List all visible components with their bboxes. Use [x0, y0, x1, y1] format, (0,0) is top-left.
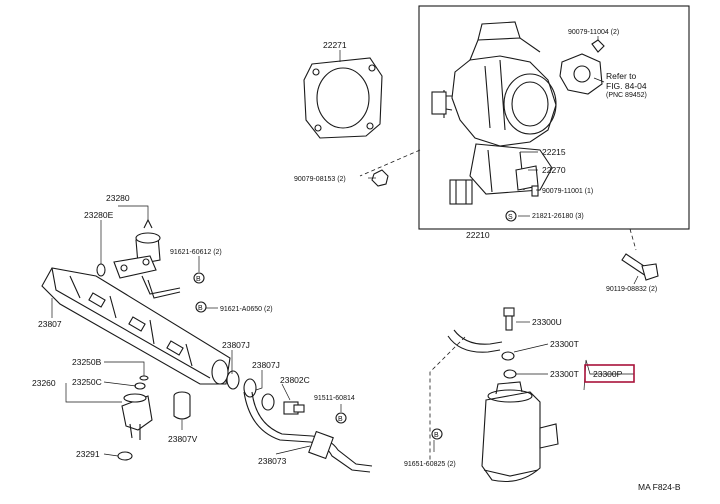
label-22270: 22270 [542, 165, 566, 175]
fuel-rail-23807 [41, 267, 231, 385]
dashed-leader-frame-left [359, 149, 421, 177]
label-23291: 23291 [76, 449, 100, 459]
label-91511-60814: 91511-60814 [314, 395, 355, 402]
dashed-leader-filter-left [429, 336, 466, 462]
throttle-sensor [559, 39, 605, 95]
svg-text:B: B [198, 305, 203, 312]
throttle-body [431, 21, 557, 205]
grommet-23291 [117, 451, 133, 461]
bolt-91621-A0650 [195, 301, 207, 313]
gasket-23807J-b [261, 393, 275, 411]
gasket-23807J-b-upper [243, 378, 257, 398]
label-90079-11004: 90079-11004 (2) [568, 29, 619, 36]
label-23260: 23260 [32, 378, 56, 388]
label-refer-line1: Refer to [606, 71, 637, 81]
injector-23250 [121, 393, 153, 440]
label-91621-60612: 91621-60612 (2) [170, 249, 222, 256]
label-22210: 22210 [466, 230, 490, 240]
label-23300T-lower: 23300T [550, 369, 579, 379]
label-23807J-upper: 23807J [222, 340, 250, 350]
label-23802C: 23802C [280, 375, 310, 385]
insulator-23807V [173, 391, 191, 420]
label-90079-11001: 90079-11001 (1) [542, 188, 593, 195]
label-90119-08832: 90119-08832 (2) [606, 286, 657, 293]
o-ring-23250B [139, 375, 149, 381]
label-23280: 23280 [106, 193, 130, 203]
gasket-23300T-lower [503, 369, 517, 379]
label-23807: 23807 [38, 319, 62, 329]
o-ring-23280E [96, 263, 106, 277]
svg-text:S: S [508, 214, 513, 221]
svg-text:B: B [434, 432, 439, 439]
label-91621-A0650: 91621-A0650 (2) [220, 306, 273, 313]
gasket-22271 [303, 57, 383, 139]
figure-code: MA F824-B [638, 482, 681, 492]
bolt-90079-08153 [371, 169, 389, 187]
label-23280E: 23280E [84, 210, 114, 220]
union-bolt-23802C [283, 401, 305, 415]
bolt-90119-08832 [621, 253, 659, 281]
label-23807J-lower: 23807J [252, 360, 280, 370]
dashed-leader-frame-bottom [629, 228, 637, 251]
label-91651-60825: 91651-60825 (2) [404, 461, 456, 468]
throttle-body-frame [418, 5, 690, 230]
label-23807V: 23807V [168, 434, 198, 444]
fuel-hose [447, 335, 501, 353]
screw-21821 [505, 210, 517, 222]
gasket-23300T-upper [501, 351, 515, 361]
bolt-91621-60612 [193, 272, 205, 284]
bolt-91651-60825 [431, 428, 443, 440]
o-ring-23250C [134, 382, 146, 390]
highlight-box-23300P [584, 364, 635, 383]
label-23250B: 23250B [72, 357, 102, 367]
pressure-regulator-23280 [113, 218, 181, 299]
fuel-filter-23300 [481, 381, 559, 483]
label-238073: 238073 [258, 456, 287, 466]
gasket-23807J-a [226, 370, 240, 390]
fuel-hose-outer [453, 329, 503, 345]
bolt-91511-60814 [335, 412, 347, 424]
label-23300T-upper: 23300T [550, 339, 579, 349]
label-22215: 22215 [542, 147, 566, 157]
label-refer-line2: FIG. 84-04 [606, 81, 647, 91]
svg-text:B: B [196, 276, 201, 283]
label-90079-08153: 90079-08153 (2) [294, 176, 346, 183]
leader-lines [51, 36, 639, 457]
label-23300U: 23300U [532, 317, 562, 327]
union-bolt-23300U [503, 307, 515, 331]
part-labels: 22271 90079-11004 (2) Refer to FIG. 84-0… [32, 29, 681, 492]
screw-90079-11001 [531, 185, 539, 197]
svg-text:B: B [338, 416, 343, 423]
fuel-pipe-238073 [243, 391, 373, 473]
label-21821-26180: 21821-26180 (3) [532, 213, 584, 220]
label-refer-line3: (PNC 89452) [606, 92, 647, 99]
label-23250C: 23250C [72, 377, 102, 387]
label-23300P: 23300P [593, 369, 623, 379]
label-22271: 22271 [323, 40, 347, 50]
